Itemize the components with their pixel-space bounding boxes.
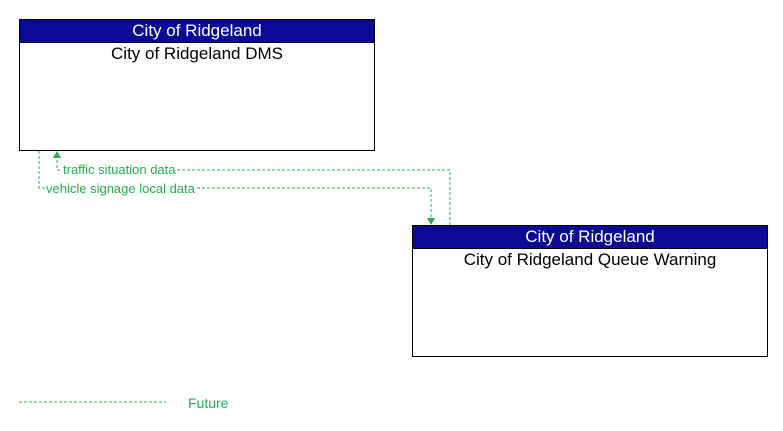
node-owner-header: City of Ridgeland (20, 20, 374, 43)
flow-line-vehicle-signage (38, 151, 432, 219)
arrowhead-vehicle-signage (427, 218, 435, 225)
flow-line-traffic-situation (56, 157, 451, 225)
legend-future-label: Future (188, 395, 229, 411)
node-city-of-ridgeland-queue-warning: City of Ridgeland City of Ridgeland Queu… (412, 225, 768, 357)
node-city-of-ridgeland-dms: City of Ridgeland City of Ridgeland DMS (19, 19, 375, 151)
flow-label-traffic-situation: traffic situation data (62, 162, 177, 177)
arrowhead-traffic-situation (53, 151, 61, 158)
node-name: City of Ridgeland Queue Warning (463, 250, 717, 269)
flow-label-vehicle-signage: vehicle signage local data (45, 181, 196, 196)
node-name: City of Ridgeland DMS (111, 44, 283, 63)
node-owner-header: City of Ridgeland (413, 226, 767, 249)
